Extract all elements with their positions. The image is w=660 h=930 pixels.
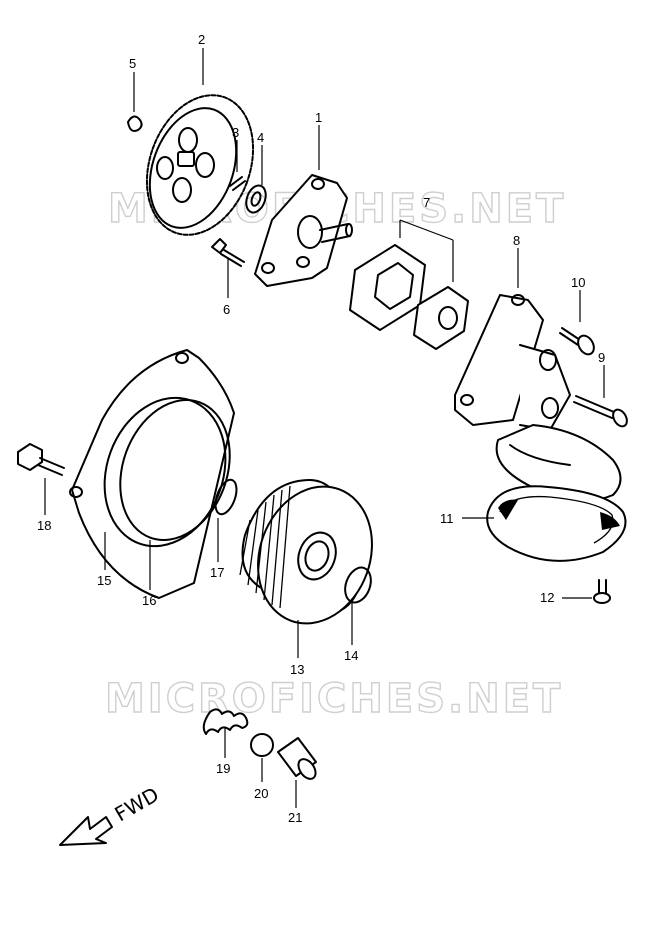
callout-6: 6	[223, 302, 230, 317]
leader-lines	[44, 48, 605, 808]
part-16-o-ring	[119, 399, 231, 541]
part-10-screw	[559, 327, 595, 356]
callout-13: 13	[290, 662, 304, 677]
part-1-pump-body	[254, 174, 353, 287]
part-17-o-ring	[214, 478, 238, 516]
callout-2: 2	[198, 32, 205, 47]
part-12-screw	[593, 579, 611, 604]
part-3-pin	[229, 176, 246, 191]
fwd-label: FWD	[111, 782, 163, 826]
callout-12: 12	[540, 590, 554, 605]
callout-labels: 2 5 3 4 1 6 7 8 10 9 11 12 13 14 15 16 1…	[37, 32, 605, 825]
callout-8: 8	[513, 233, 520, 248]
callout-4: 4	[257, 130, 264, 145]
part-8-pump-case	[454, 294, 622, 502]
forward-direction-arrow: FWD	[59, 782, 163, 846]
part-7-rotor-set	[349, 219, 469, 350]
part-2-drive-gear	[145, 94, 255, 236]
callout-3: 3	[232, 125, 239, 140]
part-18-bolt	[17, 443, 65, 476]
part-9-bolt	[573, 395, 628, 428]
part-21-plug	[277, 737, 317, 780]
part-15-filter-cover	[69, 349, 235, 599]
callout-15: 15	[97, 573, 111, 588]
callout-11: 11	[440, 511, 454, 526]
callout-20: 20	[254, 786, 268, 801]
part-5-circlip	[127, 115, 143, 132]
callout-7: 7	[423, 195, 430, 210]
callout-5: 5	[129, 56, 136, 71]
callout-17: 17	[210, 565, 224, 580]
callout-16: 16	[142, 593, 156, 608]
part-19-spring	[202, 708, 249, 735]
part-11-gasket	[486, 485, 627, 562]
part-13-oil-filter	[239, 479, 373, 625]
callout-19: 19	[216, 761, 230, 776]
part-6-screw	[211, 238, 245, 267]
callout-18: 18	[37, 518, 51, 533]
part-20-ball	[250, 733, 274, 757]
watermark-bottom: MICROFICHES.NET	[105, 676, 563, 722]
part-4-washer	[245, 184, 267, 214]
callout-9: 9	[598, 350, 605, 365]
callout-10: 10	[571, 275, 585, 290]
callout-21: 21	[288, 810, 302, 825]
callout-1: 1	[315, 110, 322, 125]
callout-14: 14	[344, 648, 358, 663]
